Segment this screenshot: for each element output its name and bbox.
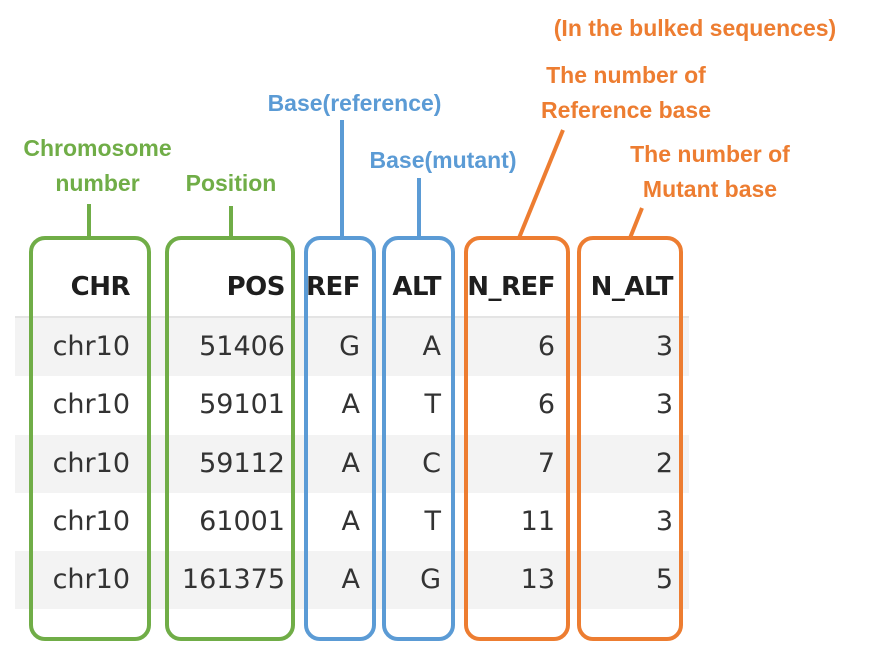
cell-chr: chr10 (52, 564, 130, 596)
cell-alt: T (424, 389, 442, 421)
col-header-alt: ALT (392, 272, 441, 302)
cell-n-alt: 2 (655, 447, 673, 479)
n-ref-leader-stroke (517, 129, 565, 239)
cell-chr: chr10 (52, 331, 130, 363)
chr-column-box (29, 236, 151, 641)
cell-n-alt: 5 (655, 564, 673, 596)
col-header-n-alt: N_ALT (590, 272, 674, 302)
n-ref-annotation-line2: Reference base (540, 97, 712, 123)
cell-n-ref: 6 (537, 331, 555, 363)
alt-column-box (382, 236, 455, 641)
cell-pos: 161375 (181, 564, 285, 596)
cell-chr: chr10 (52, 447, 130, 479)
n-ref-column-box (464, 236, 570, 641)
col-header-pos: POS (226, 272, 286, 302)
cell-pos: 59112 (199, 447, 285, 479)
cell-pos: 61001 (199, 506, 285, 538)
cell-n-ref: 11 (520, 506, 555, 538)
table-row-stripe (15, 318, 689, 377)
cell-n-alt: 3 (655, 506, 673, 538)
n-alt-annotation-line2: Mutant base (642, 176, 778, 202)
cell-n-ref: 13 (520, 564, 555, 596)
pos-column-box (165, 236, 295, 641)
cell-ref: A (341, 447, 360, 479)
col-header-n-ref: N_REF (467, 272, 555, 302)
cell-alt: C (422, 447, 441, 479)
cell-ref: G (339, 331, 360, 363)
cell-n-ref: 6 (537, 389, 555, 421)
cell-chr: chr10 (52, 389, 130, 421)
n-ref-annotation-line1: The number of (546, 62, 706, 88)
pos-leader-line (229, 206, 233, 238)
cell-alt: T (424, 506, 442, 538)
n-alt-leader-stroke (628, 207, 644, 239)
pos-annotation: Position (185, 170, 277, 196)
chr-leader-line (87, 204, 91, 238)
chr-annotation: Chromosome number (10, 131, 185, 201)
bulked-annotation: (In the bulked sequences) (553, 15, 837, 41)
header-divider (15, 316, 689, 318)
cell-ref: A (341, 506, 360, 538)
table-row-stripe (15, 551, 689, 610)
n-alt-annotation: The number of Mutant base (610, 137, 810, 207)
ref-annotation: Base(reference) (267, 90, 442, 116)
cell-chr: chr10 (52, 506, 130, 538)
cell-ref: A (341, 564, 360, 596)
cell-pos: 51406 (199, 331, 285, 363)
ref-leader-line (340, 120, 344, 238)
col-header-ref: REF (305, 272, 361, 302)
n-alt-annotation-line1: The number of (630, 141, 790, 167)
col-header-chr: CHR (70, 272, 131, 302)
table-row-stripe (15, 434, 689, 493)
alt-annotation: Base(mutant) (369, 147, 517, 173)
ref-column-box (304, 236, 376, 641)
cell-pos: 59101 (199, 389, 285, 421)
cell-n-alt: 3 (655, 389, 673, 421)
cell-ref: A (341, 389, 360, 421)
cell-n-alt: 3 (655, 331, 673, 363)
cell-alt: G (420, 564, 441, 596)
chr-annotation-line2: number (55, 170, 140, 196)
n-ref-annotation: The number of Reference base (520, 58, 732, 128)
chr-annotation-line1: Chromosome (23, 135, 172, 161)
cell-alt: A (422, 331, 441, 363)
alt-leader-line (417, 178, 421, 238)
cell-n-ref: 7 (537, 447, 555, 479)
